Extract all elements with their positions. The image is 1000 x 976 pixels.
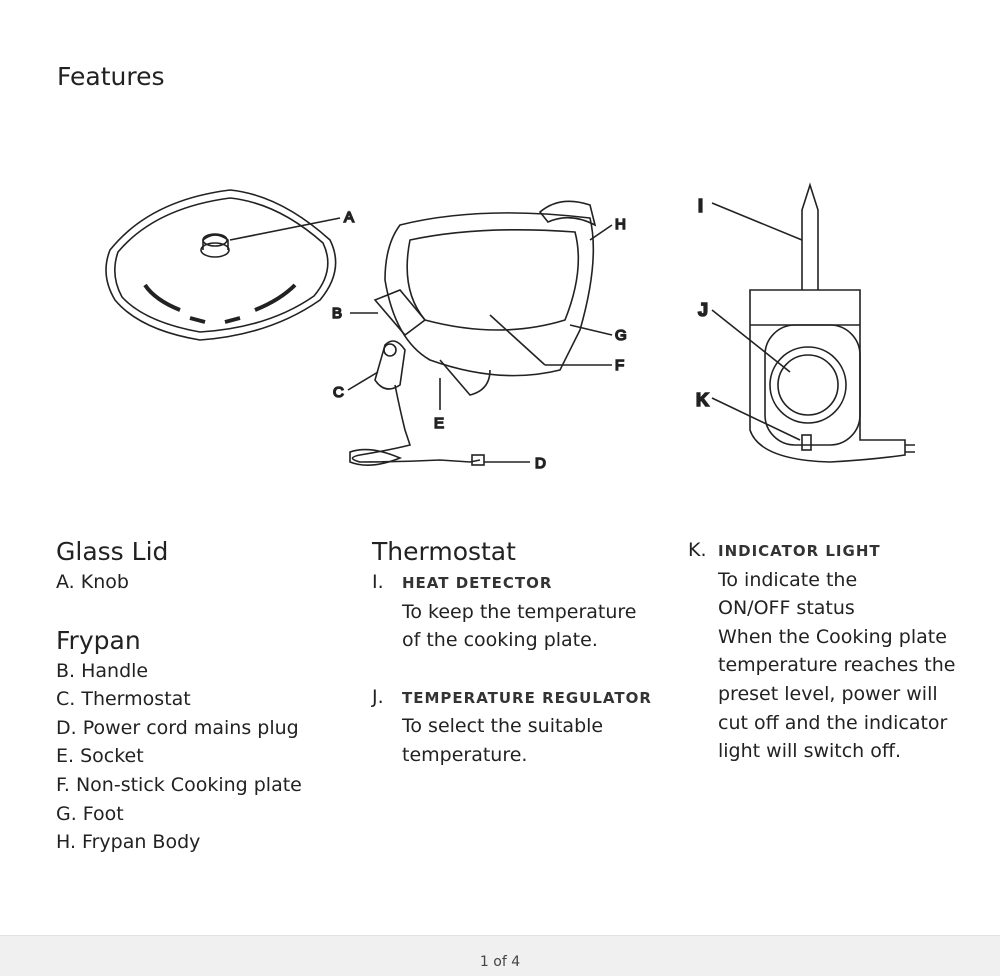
label-a: A: [344, 209, 354, 226]
item-name: HEAT DETECTOR: [402, 574, 553, 592]
item-name: TEMPERATURE REGULATOR: [402, 688, 652, 707]
frypan-illustration: [347, 200, 613, 466]
item-number: K.: [688, 539, 707, 561]
item-desc: light will switch off.: [718, 740, 902, 763]
label-g: G: [615, 327, 627, 344]
item-desc: of the cooking plate.: [402, 629, 598, 652]
part-item: E. Socket: [56, 745, 144, 768]
item-desc: temperature.: [402, 743, 528, 766]
label-i: I: [698, 196, 703, 216]
item-desc: temperature reaches the: [718, 654, 956, 677]
part-item: B. Handle: [56, 659, 149, 682]
item-desc: To select the suitable: [402, 715, 604, 738]
label-c: C: [333, 384, 344, 401]
part-item: A. Knob: [56, 571, 129, 593]
part-item: F. Non-stick Cooking plate: [56, 773, 302, 796]
item-desc: preset level, power will: [718, 682, 938, 705]
label-f: F: [615, 357, 624, 374]
item-desc: When the Cooking plate: [718, 625, 947, 648]
part-item: C. Thermostat: [56, 688, 191, 711]
glass-lid-heading: Glass Lid: [56, 537, 169, 566]
item-number: I.: [372, 571, 384, 593]
item-desc: cut off and the indicator: [718, 711, 948, 734]
glass-lid-illustration: [105, 189, 341, 341]
label-h: H: [615, 216, 626, 233]
label-d: D: [535, 455, 546, 472]
part-item: H. Frypan Body: [56, 831, 201, 854]
indicator-column: K. INDICATOR LIGHT To indicate the ON/OFF…: [688, 536, 956, 766]
page-indicator: 1 of 4: [479, 954, 521, 970]
label-e: E: [434, 415, 444, 432]
label-b: B: [332, 305, 342, 322]
part-item: G. Foot: [56, 802, 124, 825]
thermostat-illustration: [711, 182, 915, 463]
frypan-heading: Frypan: [56, 625, 141, 655]
part-item: D. Power cord mains plug: [56, 716, 299, 739]
item-desc: To keep the temperature: [402, 600, 637, 623]
label-k: K: [696, 390, 709, 410]
thermostat-column: Thermostat I. HEAT DETECTOR To keep the t…: [372, 536, 652, 770]
page-title: Features: [57, 62, 165, 91]
parts-column-1: Glass Lid A. Knob Frypan B. Handle C. Th…: [56, 536, 302, 857]
item-desc: ON/OFF status: [718, 597, 855, 620]
label-j: J: [698, 300, 708, 320]
item-name: INDICATOR LIGHT: [718, 542, 881, 560]
thermostat-heading: Thermostat: [372, 537, 516, 566]
item-desc: To indicate the: [718, 568, 858, 591]
features-diagram: A H B G F C E D I J K: [105, 182, 915, 473]
page-footer: 1 of 4: [0, 935, 1000, 976]
item-number: J.: [372, 685, 384, 708]
